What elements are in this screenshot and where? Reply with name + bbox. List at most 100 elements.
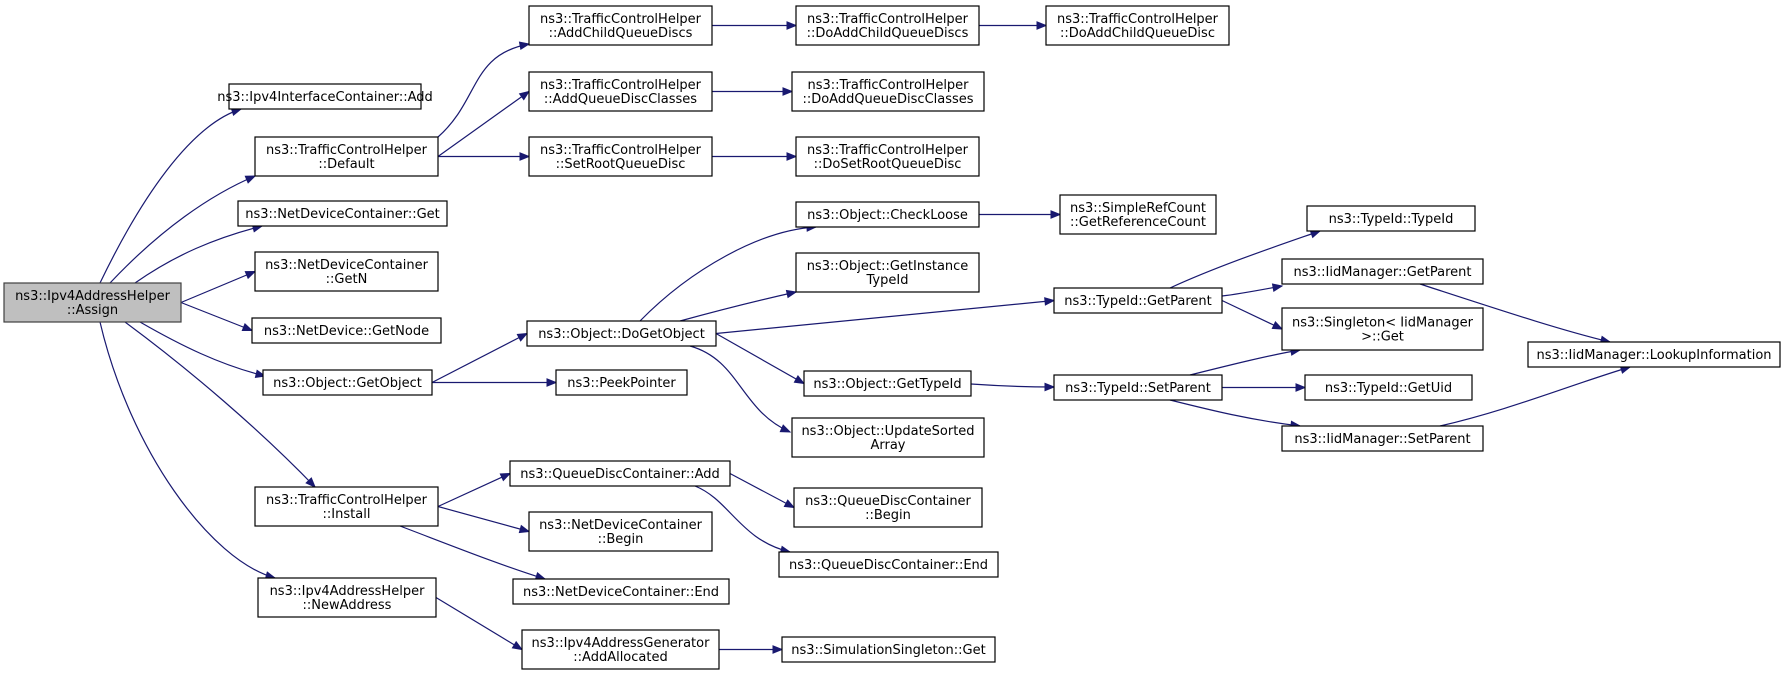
node-box — [793, 487, 983, 528]
node-label: ns3::QueueDiscContainer::Add — [520, 467, 720, 482]
node-label: ns3::TrafficControlHelper — [266, 143, 428, 158]
arrowhead — [518, 524, 531, 534]
call-edge-n7-n31 — [437, 472, 511, 508]
function-node[interactable]: ns3::Singleton< IidManager >::Get — [1281, 307, 1484, 351]
function-node[interactable]: ns3::QueueDiscContainer::End — [778, 551, 999, 578]
function-node[interactable]: ns3::QueueDiscContainer::Begin — [793, 487, 983, 528]
arrowhead — [772, 645, 784, 654]
node-label: ns3::NetDeviceContainer — [265, 258, 429, 273]
node-label: ::Begin — [865, 508, 911, 523]
function-node[interactable]: ns3::Ipv4InterfaceContainer::Add — [217, 83, 433, 110]
node-label: ns3::NetDeviceContainer::Get — [245, 207, 440, 222]
node-box — [528, 5, 713, 46]
function-node[interactable]: ns3::SimulationSingleton::Get — [781, 636, 996, 663]
node-label: ns3::Object::GetInstance — [807, 259, 969, 274]
node-label: ::AddChildQueueDiscs — [549, 26, 693, 41]
function-node[interactable]: ns3::TrafficControlHelper::DoAddChildQue… — [1045, 5, 1230, 46]
function-node[interactable]: ns3::TrafficControlHelper::Default — [254, 136, 439, 177]
arrowhead — [518, 90, 531, 101]
function-node[interactable]: ns3::TypeId::SetParent — [1053, 374, 1223, 401]
call-edge-n24-n29 — [1169, 399, 1301, 427]
arrowhead — [1036, 21, 1048, 30]
node-box — [251, 317, 442, 344]
function-node[interactable]: ns3::IidManager::GetParent — [1281, 258, 1484, 285]
node-box — [795, 136, 980, 177]
node-label: ns3::QueueDiscContainer::End — [789, 558, 988, 573]
node-label: ns3::SimpleRefCount — [1070, 201, 1206, 216]
function-node[interactable]: ns3::Object::GetTypeId — [803, 370, 972, 397]
call-edge-n6-n16 — [431, 332, 528, 384]
arrowhead — [782, 87, 794, 96]
call-edge-n23-n25 — [1169, 230, 1321, 289]
node-box — [528, 136, 713, 177]
function-node[interactable]: ns3::TypeId::TypeId — [1306, 205, 1476, 232]
node-label: ns3::TrafficControlHelper — [540, 143, 702, 158]
node-box — [512, 578, 730, 605]
function-node[interactable]: ns3::TrafficControlHelper::DoAddQueueDis… — [791, 71, 985, 112]
function-node[interactable]: ns3::Object::CheckLoose — [795, 201, 980, 228]
function-node[interactable]: ns3::TrafficControlHelper::DoAddChildQue… — [795, 5, 980, 46]
node-label: ns3::Ipv4AddressHelper — [15, 289, 171, 304]
node-label: ns3::NetDevice::GetNode — [264, 324, 429, 339]
function-node[interactable]: ns3::TrafficControlHelper::DoSetRootQueu… — [795, 136, 980, 177]
node-label: ns3::TrafficControlHelper — [807, 143, 969, 158]
function-node[interactable]: ns3::NetDevice::GetNode — [251, 317, 442, 344]
node-box — [254, 486, 439, 527]
node-box — [3, 282, 182, 323]
function-node[interactable]: ns3::TypeId::GetUid — [1304, 374, 1473, 401]
node-label: ::Assign — [67, 303, 118, 318]
function-node[interactable]: ns3::TrafficControlHelper::AddChildQueue… — [528, 5, 713, 46]
function-node[interactable]: ns3::Object::GetObject — [262, 369, 433, 396]
function-node[interactable]: ns3::Ipv4AddressHelper::NewAddress — [257, 577, 437, 618]
call-nodes: ns3::Ipv4AddressHelper::Assign ns3::Ipv4I… — [3, 5, 1781, 670]
node-label: ns3::TrafficControlHelper — [540, 12, 702, 27]
node-label: ns3::Object::UpdateSorted — [801, 424, 974, 439]
node-label: ns3::Ipv4InterfaceContainer::Add — [217, 90, 433, 105]
function-node[interactable]: ns3::IidManager::SetParent — [1281, 425, 1484, 452]
function-node[interactable]: ns3::Object::DoGetObject — [526, 320, 717, 347]
function-node[interactable]: ns3::SimpleRefCount::GetReferenceCount — [1059, 194, 1217, 235]
node-label: ns3::Singleton< IidManager — [1292, 316, 1474, 331]
function-node[interactable]: ns3::NetDeviceContainer::End — [512, 578, 730, 605]
function-node[interactable]: ns3::NetDeviceContainer::GetN — [254, 251, 439, 292]
function-node[interactable]: ns3::IidManager::LookupInformation — [1527, 341, 1781, 368]
call-edge-n0-n5 — [180, 301, 253, 332]
arrowhead — [244, 270, 257, 280]
call-edge-n31-n34 — [729, 472, 795, 509]
arrowhead — [1050, 210, 1062, 219]
call-edge-n0-n6 — [139, 321, 266, 377]
call-edge-n29-n30 — [1439, 366, 1631, 427]
node-label: ::NewAddress — [303, 598, 392, 613]
call-edge-n16-n21 — [689, 345, 791, 433]
function-node[interactable]: ns3::Ipv4AddressGenerator::AddAllocated — [521, 629, 720, 670]
arrowhead — [244, 175, 257, 184]
node-box — [791, 71, 985, 112]
call-edge-n2-n9 — [437, 43, 530, 138]
node-label: ::DoAddChildQueueDisc — [1060, 26, 1215, 41]
arrowhead — [1295, 383, 1307, 392]
call-edge-n0-n2 — [109, 175, 256, 284]
arrowhead — [499, 472, 512, 482]
function-node[interactable]: ns3::NetDeviceContainer::Get — [237, 200, 448, 227]
call-edge-n20-n24 — [970, 383, 1055, 388]
function-node[interactable]: ns3::TrafficControlHelper::AddQueueDiscC… — [528, 71, 713, 112]
root-node[interactable]: ns3::Ipv4AddressHelper::Assign — [3, 282, 182, 323]
node-label: ::DoAddQueueDiscClasses — [802, 92, 973, 107]
function-node[interactable]: ns3::TrafficControlHelper::SetRootQueueD… — [528, 136, 713, 177]
node-box — [1306, 205, 1476, 232]
node-label: ns3::Ipv4AddressHelper — [270, 584, 426, 599]
function-node[interactable]: ns3::NetDeviceContainer::Begin — [528, 511, 713, 552]
arrowhead — [241, 322, 254, 332]
function-node[interactable]: ns3::PeekPointer — [555, 369, 688, 396]
function-node[interactable]: ns3::TrafficControlHelper::Install — [254, 486, 439, 527]
function-node[interactable]: ns3::QueueDiscContainer::Add — [509, 460, 731, 487]
function-node[interactable]: ns3::TypeId::GetParent — [1053, 287, 1223, 314]
arrowhead — [1271, 283, 1284, 292]
call-edge-n16-n23 — [715, 299, 1055, 335]
node-box — [1053, 374, 1223, 401]
node-box — [795, 252, 980, 293]
node-box — [262, 369, 433, 396]
